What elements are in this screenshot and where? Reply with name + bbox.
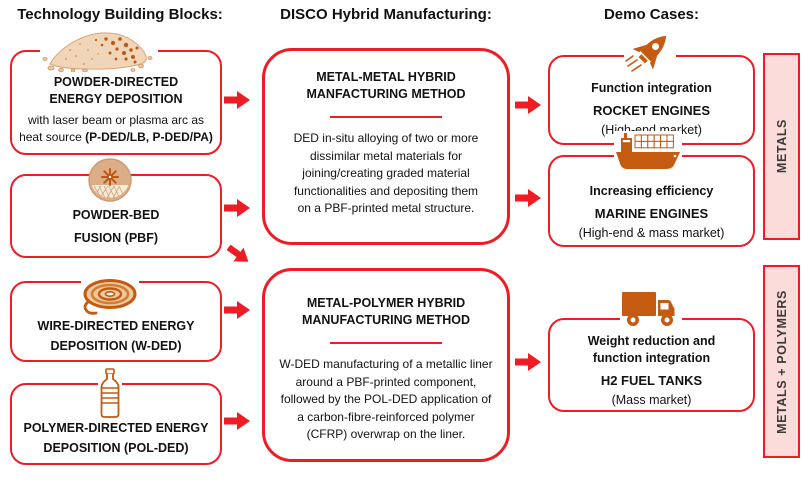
box-title-line: POLYMER-DIRECTED ENERGY [23,421,209,435]
sidebar-label: METALS [774,119,789,174]
arrow-metal-metal-to-rocket [515,96,541,114]
method-title-line: MANUFACTURING METHOD [301,313,471,327]
method-body-line: functionalities and depositing them [293,183,479,198]
method-body-line: DED in-situ alloying of two or more [293,131,479,145]
sidebar-metals: METALS [763,53,800,240]
sidebar-label: METALS + POLYMERS [774,289,789,434]
box-title-line: DEPOSITION (POL-DED) [43,441,189,455]
box-h2-fuel-tanks: Weight reduction and function integratio… [548,318,755,412]
divider-line [330,116,442,118]
arrow-pbf-to-metal-metal [224,199,250,217]
box-body-line: heat source (P-DED/LB, P-DED/PA) [19,130,213,144]
powder-pile-icon [40,26,158,73]
method-title-line: METAL-POLYMER HYBRID [306,296,466,310]
column-header-disco: DISCO Hybrid Manufacturing: [280,6,492,23]
box-title-line: FUSION (PBF) [73,231,159,245]
arrow-metal-metal-to-marine [515,189,541,207]
rocket-icon [624,28,676,78]
method-body-line: W-DED manufacturing of a metallic liner [279,357,493,371]
method-title-line: MANFACTURING METHOD [306,87,466,101]
method-body-line: (CFRP) overwrap on the liner. [306,427,466,441]
method-body-line: followed by the POL-DED application of [280,392,492,406]
method-body-line: on a PBF-printed metal structure. [297,201,475,215]
arrow-w-ded-to-metal-polymer [224,301,250,319]
demo-benefit: Increasing efficiency [589,184,714,198]
column-header-demo: Demo Cases: [603,6,700,23]
box-body-line: with laser beam or plasma arc as [27,113,205,127]
wire-coil-icon [81,276,139,316]
column-header-technology: Technology Building Blocks: [17,6,223,23]
arrow-pbf-to-metal-polymer [223,240,253,268]
box-title-line: POWDER-BED [72,208,160,222]
polymer-bottle-icon [98,368,122,418]
box-title-line: DEPOSITION (W-DED) [50,339,182,353]
demo-benefit: function integration [592,351,711,365]
truck-icon [620,290,682,328]
method-body-line: a carbon-fibre-reinforced polymer [297,409,475,424]
method-body-line: joining/creating graded material [302,166,470,180]
box-title-line: ENERGY DEPOSITION [49,92,183,106]
demo-market: (High-end & mass market) [578,226,725,240]
arrow-metal-polymer-to-h2 [515,353,541,371]
box-metal-polymer-method: METAL-POLYMER HYBRID MANUFACTURING METHO… [262,268,510,462]
cargo-ship-icon [614,131,682,173]
arrow-p-ded-to-metal-metal [224,91,250,109]
box-title-line: POWDER-DIRECTED [53,75,179,89]
demo-benefit: Function integration [591,81,712,95]
method-body-line: dissimilar metal materials for [309,148,463,163]
box-pol-ded: POLYMER-DIRECTED ENERGY DEPOSITION (POL-… [10,383,222,465]
demo-name: MARINE ENGINES [594,206,709,221]
demo-market: (Mass market) [611,393,692,407]
box-metal-metal-method: METAL-METAL HYBRID MANFACTURING METHOD D… [262,48,510,245]
divider-line [330,342,442,344]
method-title-line: METAL-METAL HYBRID [316,70,456,84]
powder-bed-icon [88,158,132,202]
method-body-line: around a PBF-printed component, [295,374,477,389]
box-title-line: WIRE-DIRECTED ENERGY [37,319,195,333]
demo-name: ROCKET ENGINES [592,103,710,118]
demo-name: H2 FUEL TANKS [600,373,703,388]
demo-benefit: Weight reduction and [587,334,716,348]
sidebar-metals-polymers: METALS + POLYMERS [763,265,800,458]
arrow-pol-ded-to-metal-polymer [224,412,250,430]
